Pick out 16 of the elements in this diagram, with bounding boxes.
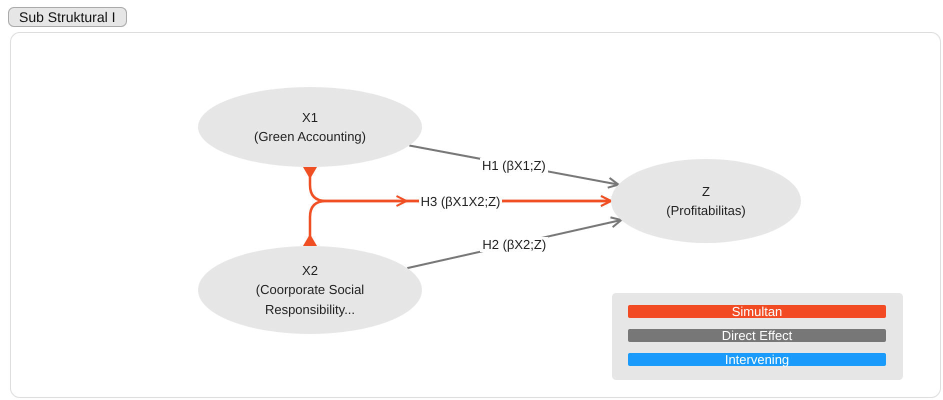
node-label: X1 xyxy=(302,108,318,126)
node-label: (Green Accounting) xyxy=(254,128,366,146)
ellipse-node xyxy=(611,159,801,243)
ellipse-node xyxy=(198,246,422,334)
edge-label: H3 (βX1X2;Z) xyxy=(418,194,502,208)
node-label: (Profitabilitas) xyxy=(666,202,746,220)
legend-item: Simultan xyxy=(628,305,886,318)
legend-item: Direct Effect xyxy=(628,329,886,342)
node-label: (Coorporate Social Responsibility... xyxy=(254,281,366,319)
node-label: X2 xyxy=(302,262,318,280)
ellipse-node xyxy=(198,87,422,167)
edge-label: H1 (βX1;Z) xyxy=(480,158,548,173)
tab-button: Sub Struktural I xyxy=(8,7,126,27)
edge-label: H2 (βX2;Z) xyxy=(480,236,548,252)
node-label: Z xyxy=(702,182,710,200)
legend-item: Intervening xyxy=(628,353,886,366)
